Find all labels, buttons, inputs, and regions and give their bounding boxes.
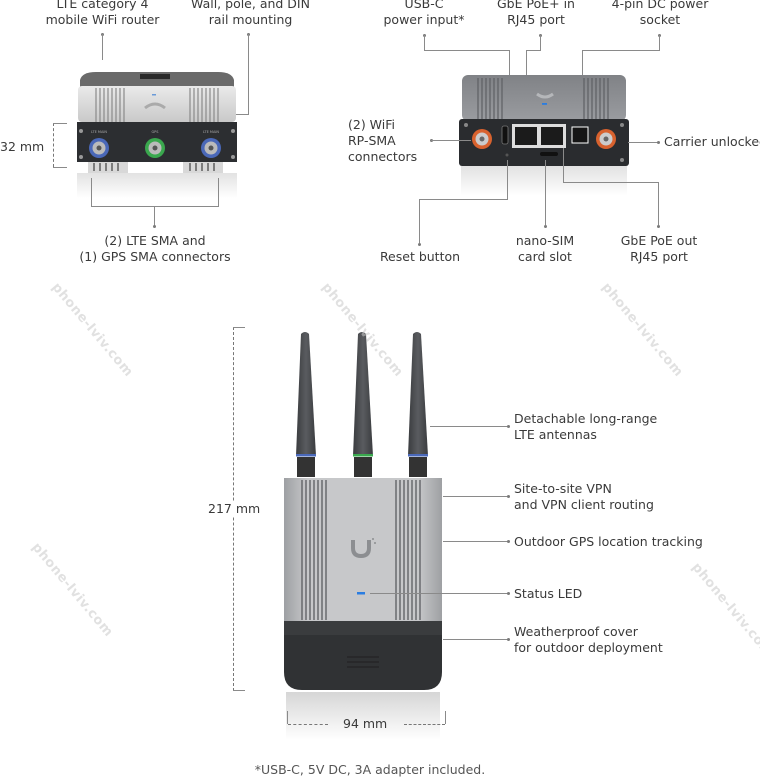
callout-line (563, 182, 659, 183)
callout-line (628, 142, 658, 143)
dc-socket-icon (571, 126, 589, 144)
router-front-image: LTE MAIN GPS LTE MAIN (77, 72, 237, 198)
label-poe-in: GbE PoE+ in RJ45 port (497, 0, 575, 27)
callout-line (545, 160, 546, 225)
callout-line (526, 50, 541, 51)
callout-line (507, 160, 508, 200)
callout-dot (507, 425, 510, 428)
gps-connector-icon (145, 138, 165, 158)
wifi-connector-icon (596, 129, 616, 149)
callout-dot (507, 638, 510, 641)
label-status-led: Status LED (514, 586, 583, 601)
width-dimension-line (288, 724, 328, 725)
callout-line (582, 50, 660, 51)
label-reset-button: Reset button (379, 249, 461, 264)
dimension-tick (445, 711, 446, 724)
callout-line (424, 50, 510, 51)
antenna-icon (296, 332, 316, 477)
callout-line (424, 35, 425, 50)
rj45-port-icon (541, 127, 563, 145)
label-sim-slot: nano-SIM card slot (515, 233, 575, 264)
label-lte-router: LTE category 4 mobile WiFi router (45, 0, 160, 27)
usbc-port-icon (501, 125, 509, 145)
label-wifi-connectors: (2) WiFi RP-SMA connectors (348, 117, 418, 164)
callout-line (154, 206, 155, 226)
callout-line (91, 206, 219, 207)
label-poe-out: GbE PoE out RJ45 port (620, 233, 698, 264)
sim-slot-icon (540, 152, 558, 156)
rj45-port-icon (515, 127, 537, 145)
port-label: LTE MAIN (91, 130, 107, 134)
label-carrier-unlocked: Carrier unlocked (664, 134, 760, 149)
label-antennas: Detachable long-range LTE antennas (514, 411, 658, 442)
dimension-tick (233, 327, 245, 328)
callout-line (102, 34, 103, 60)
callout-dot (544, 225, 547, 228)
width-dimension-line (404, 724, 445, 725)
dimension-tick (287, 711, 288, 724)
callout-line (248, 34, 249, 114)
callout-line (540, 35, 541, 50)
port-label: GPS (151, 130, 159, 134)
label-dc-socket: 4-pin DC power socket (611, 0, 709, 27)
callout-line (658, 182, 659, 225)
callout-line (443, 541, 508, 542)
callout-line (419, 199, 508, 200)
callout-line (218, 178, 219, 206)
callout-dot (153, 225, 156, 228)
callout-line (236, 114, 249, 115)
callout-line (430, 426, 508, 427)
callout-line (443, 496, 508, 497)
lte-connector-icon (201, 138, 221, 158)
status-led-icon (357, 592, 365, 595)
label-sma-connectors: (2) LTE SMA and (1) GPS SMA connectors (79, 233, 231, 264)
footnote: *USB-C, 5V DC, 3A adapter included. (254, 762, 486, 777)
callout-line (431, 140, 471, 141)
router-rear-image (459, 75, 629, 196)
label-height-32: 32 mm (0, 139, 45, 154)
dimension-tick (233, 690, 245, 691)
label-vpn: Site-to-site VPN and VPN client routing (514, 481, 654, 512)
wifi-connector-icon (472, 129, 492, 149)
label-usbc: USB-C power input* (383, 0, 465, 27)
callout-line (659, 35, 660, 50)
label-mounting: Wall, pole, and DIN rail mounting (191, 0, 310, 27)
height-dimension-line (53, 123, 54, 167)
callout-dot (507, 592, 510, 595)
callout-dot (507, 540, 510, 543)
port-label: LTE MAIN (203, 130, 219, 134)
label-width-94: 94 mm (343, 716, 388, 731)
dimension-tick (53, 167, 67, 168)
label-height-217: 217 mm (206, 501, 263, 517)
callout-line (419, 199, 420, 243)
dimension-tick (53, 123, 67, 124)
callout-line (443, 639, 508, 640)
reset-button-icon (505, 153, 509, 157)
label-gps-tracking: Outdoor GPS location tracking (514, 534, 703, 549)
callout-line (563, 148, 564, 183)
callout-line (370, 593, 508, 594)
lte-connector-icon (89, 138, 109, 158)
ubiquiti-logo-icon (351, 540, 371, 559)
callout-line (91, 178, 92, 206)
led-icon (542, 103, 547, 105)
callout-dot (418, 243, 421, 246)
callout-dot (657, 225, 660, 228)
callout-dot (657, 141, 660, 144)
callout-dot (507, 495, 510, 498)
antenna-icon (353, 332, 373, 477)
label-weatherproof-cover: Weatherproof cover for outdoor deploymen… (514, 624, 663, 655)
antenna-icon (408, 332, 428, 477)
